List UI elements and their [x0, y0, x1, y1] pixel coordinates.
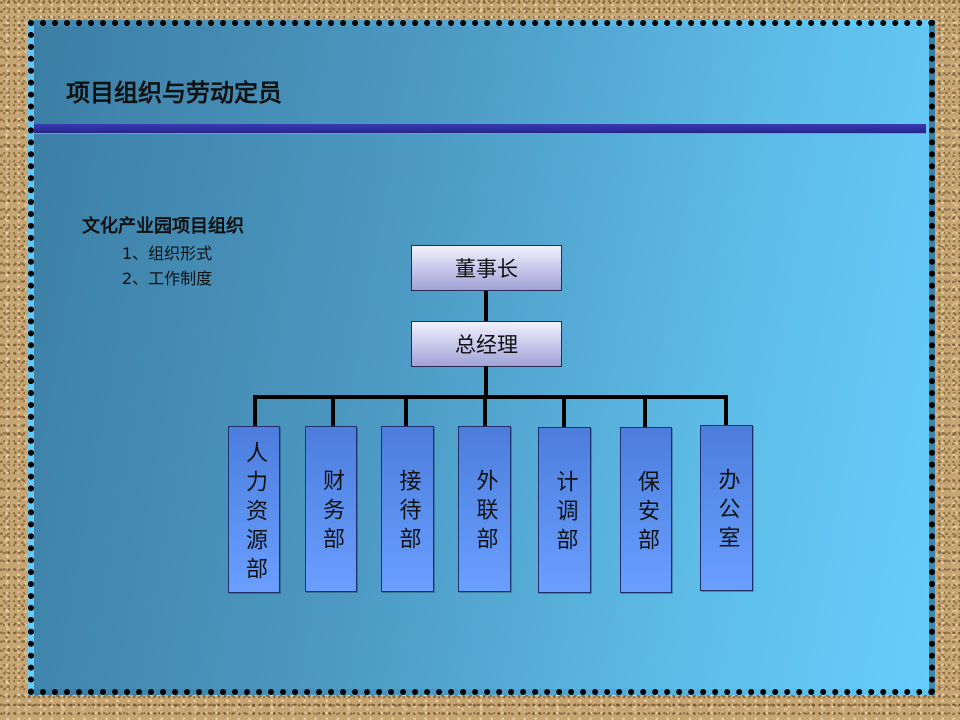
list-item: 2、工作制度	[122, 269, 213, 288]
org-node-chairman: 董事长	[411, 245, 562, 291]
connector-line	[253, 395, 257, 426]
org-node-department: 接待部	[381, 426, 434, 592]
department-label: 保安部	[634, 470, 659, 557]
bullet-list: 1、组织形式 2、工作制度	[122, 241, 212, 291]
slide-title: 项目组织与劳动定员	[66, 79, 282, 107]
department-label: 办公室	[714, 468, 740, 555]
department-label: 人力资源部	[242, 440, 267, 586]
connector-line	[483, 395, 487, 426]
connector-line	[724, 395, 728, 425]
connector-line	[562, 395, 566, 427]
org-node-department: 财务部	[305, 426, 357, 592]
org-node-general-manager: 总经理	[411, 321, 562, 367]
department-label: 外联部	[472, 469, 498, 556]
connector-line	[484, 366, 488, 398]
org-node-department: 办公室	[700, 425, 753, 591]
connector-line	[643, 395, 647, 427]
org-node-department: 计调部	[538, 427, 591, 593]
department-label: 计调部	[552, 470, 578, 557]
connector-line	[331, 395, 335, 426]
title-rule	[34, 124, 926, 134]
connector-line	[484, 291, 488, 321]
section-heading: 文化产业园项目组织	[82, 216, 244, 237]
department-label: 接待部	[395, 469, 421, 556]
org-node-department: 人力资源部	[228, 426, 280, 593]
org-node-department: 外联部	[458, 426, 511, 592]
connector-bus-line	[253, 395, 728, 399]
connector-line	[404, 395, 408, 426]
list-item: 1、组织形式	[122, 244, 213, 263]
department-label: 财务部	[319, 469, 344, 556]
org-node-department: 保安部	[620, 427, 672, 593]
